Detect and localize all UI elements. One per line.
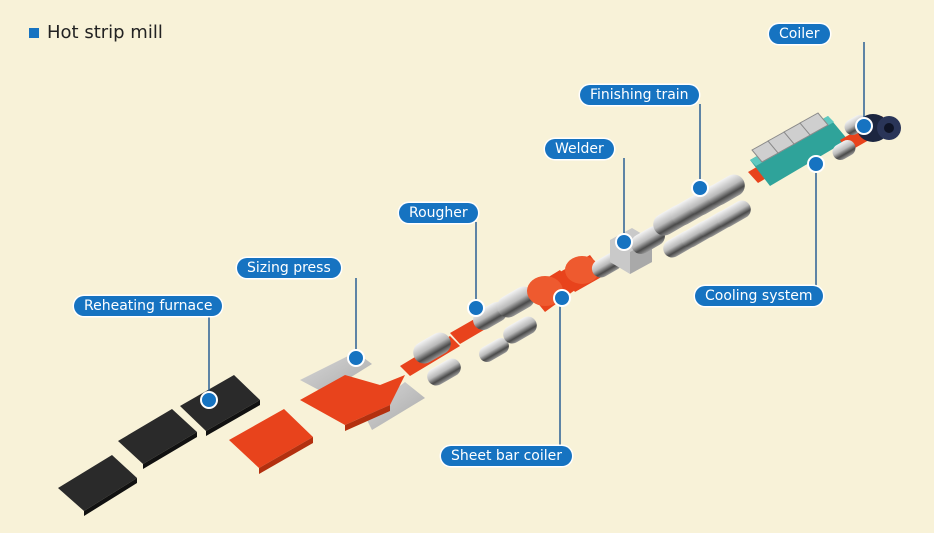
title-marker-icon — [29, 27, 39, 38]
diagram-title: Hot strip mill — [29, 22, 163, 43]
slab-1 — [58, 455, 137, 516]
marker-rougher — [467, 299, 485, 317]
label-finishing-train: Finishing train — [580, 85, 699, 105]
leader-lines — [208, 42, 865, 448]
hot-slab — [229, 409, 313, 474]
marker-welder — [615, 233, 633, 251]
rougher-rolls — [413, 286, 537, 386]
label-cooling-system: Cooling system — [695, 286, 823, 306]
marker-cooling-system — [807, 155, 825, 173]
label-reheating-furnace: Reheating furnace — [74, 296, 223, 316]
marker-sizing-press — [347, 349, 365, 367]
label-coiler: Coiler — [769, 24, 830, 44]
sizing-press — [300, 352, 425, 431]
label-welder: Welder — [545, 139, 614, 159]
reheating-furnace-slab — [180, 375, 260, 436]
marker-sheet-bar-coiler — [553, 289, 571, 307]
marker-reheating-furnace — [200, 391, 218, 409]
label-rougher: Rougher — [399, 203, 478, 223]
label-sizing-press: Sizing press — [237, 258, 341, 278]
callout-markers — [200, 117, 873, 409]
cooling-system — [748, 112, 848, 186]
marker-coiler — [855, 117, 873, 135]
title-text: Hot strip mill — [47, 22, 163, 43]
label-sheet-bar-coiler: Sheet bar coiler — [441, 446, 573, 466]
marker-finishing-train — [691, 179, 709, 197]
finishing-train — [653, 174, 751, 258]
slab-2 — [118, 409, 197, 469]
